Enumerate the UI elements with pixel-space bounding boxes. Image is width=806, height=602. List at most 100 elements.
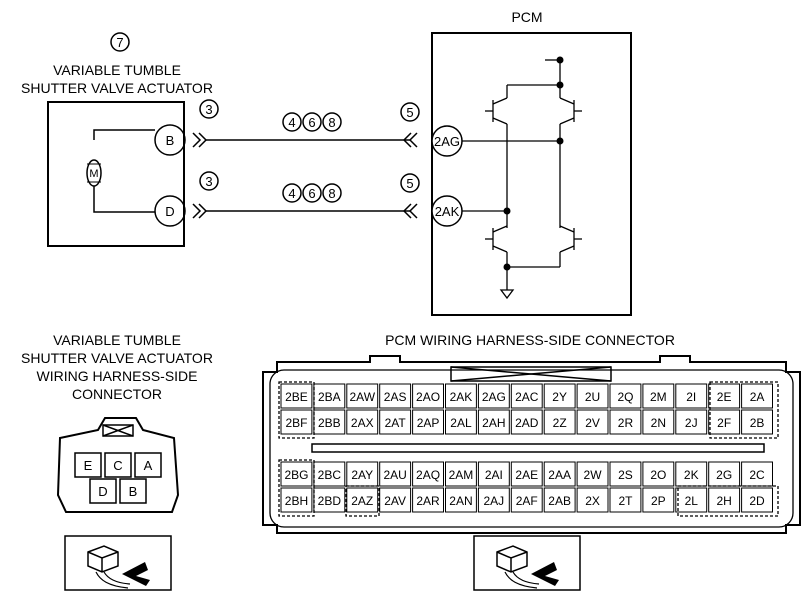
cavity-label-d: D [98,484,107,499]
pcm-pin-label: 2AX [351,416,374,430]
pcm-pin-label: 2V [585,416,600,430]
pcm-pin-cell [675,461,708,487]
wire-note: 4 [288,115,295,130]
pcm-pin-cell [642,409,675,435]
pcm-pin-cell [741,487,773,513]
pcm-pin-label: 2J [685,416,698,430]
connector-chevron [402,203,412,219]
pcm-pin-label: 2AO [416,390,440,404]
pcm-pin-cell [280,409,313,435]
pcm-pin-label: 2X [585,494,600,508]
motor-wire-bottom [93,186,155,213]
connector-number-circle [199,171,219,191]
connector-chevron [198,132,208,148]
pcm-pin-cell [675,487,708,513]
pcm-pin-cell [708,383,741,409]
pcm-pin-cell [642,487,675,513]
actuator-title-line2: SHUTTER VALVE ACTUATOR [21,80,213,96]
pcm-pin-cell [609,487,642,513]
connector-number-circle [199,99,219,119]
pcm-pin-cell [280,383,313,409]
pcm-pin-label: 2M [650,390,667,404]
pcm-pin-label: 2B [750,416,765,430]
pcm-pin-label: 2G [716,468,732,482]
pcm-pin-label: 2Y [552,390,567,404]
pcm-pin-label: 2AF [516,494,538,508]
terminal-b-label: B [166,133,175,148]
pcm-pin-label: 2AN [449,494,472,508]
pcm-pin-label: 2AZ [351,494,373,508]
pcm-pin-cell [642,461,675,487]
pcm-pin-cell [379,461,412,487]
pcm-pin-label: 2BE [285,390,308,404]
pcm-pin-cell [313,487,346,513]
pcm-pin-label: 2AU [383,468,406,482]
pcm-pin-cell [445,461,477,487]
pcm-pin-label: 2BA [318,390,341,404]
pcm-pin-label: 2U [585,390,600,404]
pcm-pin-label: 2AP [417,416,440,430]
wire-note: 6 [308,115,315,130]
pcm-pin-label: 2BH [285,494,308,508]
pcm-title: PCM [511,9,542,25]
pcm-pin-label: 2AI [485,468,503,482]
pcm-pin-cell [477,383,510,409]
pcm-pin-label: 2AW [349,390,375,404]
pcm-pin-cell [379,409,412,435]
viewing-direction-icon [64,535,172,591]
pcm-pin-label: 2BB [318,416,341,430]
pcm-pin-label: 2AB [548,494,571,508]
pcm-box [431,32,632,316]
actuator-connector-title-line4: CONNECTOR [72,386,162,402]
pcm-pin-label: 2C [749,468,765,482]
pcm-pin-cell [609,383,642,409]
wire-note: 6 [308,186,315,201]
wire-notes-lower: 4 6 8 [282,183,342,203]
pcm-pin-cell [576,487,609,513]
pcm-pin-label: 2AD [515,416,539,430]
pcm-pin-cell [379,487,412,513]
pcm-pin-cell [543,409,576,435]
connector-number-left-upper: 3 [205,102,212,117]
pcm-pin-cell [675,409,708,435]
pcm-pin-cell [477,461,510,487]
connector-cavity-d [89,478,117,504]
actuator-title-line1: VARIABLE TUMBLE [53,62,181,78]
pcm-pin-label: 2L [685,494,699,508]
pcm-pin-cell [510,461,543,487]
pcm-pin-cell [708,461,741,487]
pcm-pin-cell [412,383,445,409]
pcm-pin-label: 2BG [284,468,308,482]
pcm-pin-label: 2AK [450,390,473,404]
connector-chevron [408,132,418,148]
pcm-pin-cell [609,409,642,435]
pcm-connector-inner-outline [269,369,794,528]
pcm-pin-group-outlines [278,381,779,517]
connector-number-circle [400,102,420,122]
pcm-pin-cell [280,461,313,487]
pcm-pin-cell [576,461,609,487]
connector-cavity-a [134,452,162,478]
pcm-pin-label: 2R [618,416,634,430]
pcm-connector-latch [450,366,612,382]
pcm-pin-cell [609,461,642,487]
wire-notes-upper: 4 6 8 [282,112,342,132]
pcm-pin-label: 2S [618,468,633,482]
pcm-pin-cell [313,461,346,487]
connector-number-circle [400,173,420,193]
pcm-pin-cell [708,487,741,513]
pcm-pin-cell [543,383,576,409]
connector-number-left-lower: 3 [205,174,212,189]
actuator-number: 7 [116,35,123,50]
pcm-pin-cell [708,409,741,435]
pcm-pin-label: 2AM [449,468,474,482]
pcm-pin-cell [313,383,346,409]
pcm-pin-label: 2AA [548,468,571,482]
connector-chevron [408,203,418,219]
pcm-pin-cell [741,383,773,409]
pcm-pin-cell [642,383,675,409]
pcm-pin-label: 2AL [450,416,472,430]
pcm-pin-label: 2Q [617,390,633,404]
terminal-d-circle [154,195,186,227]
